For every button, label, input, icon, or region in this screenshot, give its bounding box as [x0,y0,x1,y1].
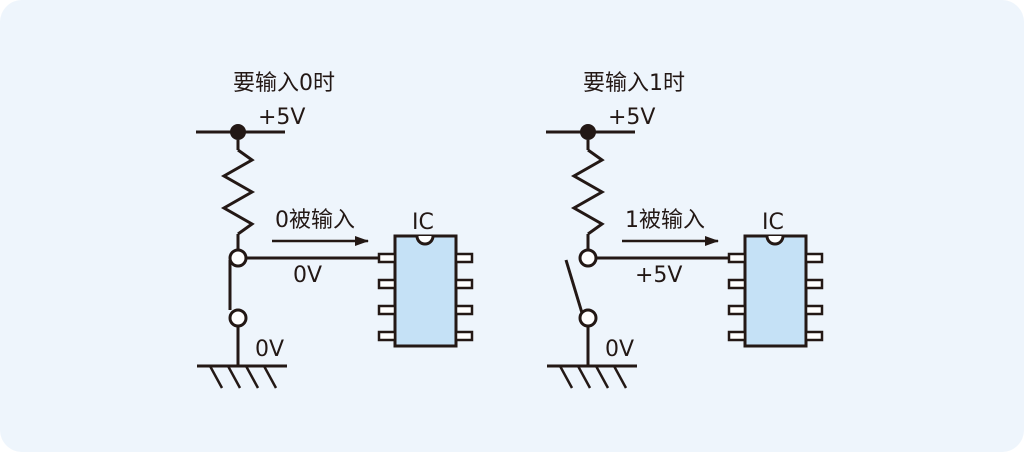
pull-up-resistor [220,148,256,236]
supply-voltage-label: +5V [258,105,305,130]
ground-voltage-label: 0V [255,337,284,362]
supply-voltage-label: +5V [608,105,655,130]
ic-label: IC [762,210,784,235]
pull-up-resistor [570,148,606,236]
ic-notch [765,235,785,246]
ic-pins [377,252,474,342]
ic-label: IC [412,210,434,235]
switch-lever-open [564,259,584,314]
ground-voltage-label: 0V [605,337,634,362]
switch-terminal [578,308,598,328]
circuit-input-0: 要输入0时 +5V 0V 0被输入 0V IC [196,71,474,389]
supply-node [230,124,246,140]
input-arrow-label: 0被输入 [275,208,355,233]
input-arrow-label: 1被输入 [625,208,705,233]
ic-pins [727,252,824,342]
wire-voltage-label: +5V [635,263,682,288]
circuit-title: 要输入1时 [583,71,685,96]
circuit-input-1: 要输入1时 +5V 0V 1被输入 +5V IC [546,71,824,389]
ic-chip [727,234,824,348]
wire-voltage-label: 0V [293,263,322,288]
input-node [228,248,248,268]
input-node [578,248,598,268]
ic-chip [377,234,474,348]
ground-hatching [208,365,278,389]
supply-node [580,124,596,140]
ic-notch [415,235,435,246]
switch-terminal [228,308,248,328]
ground-hatching [558,365,628,389]
circuit-title: 要输入0时 [233,71,335,96]
